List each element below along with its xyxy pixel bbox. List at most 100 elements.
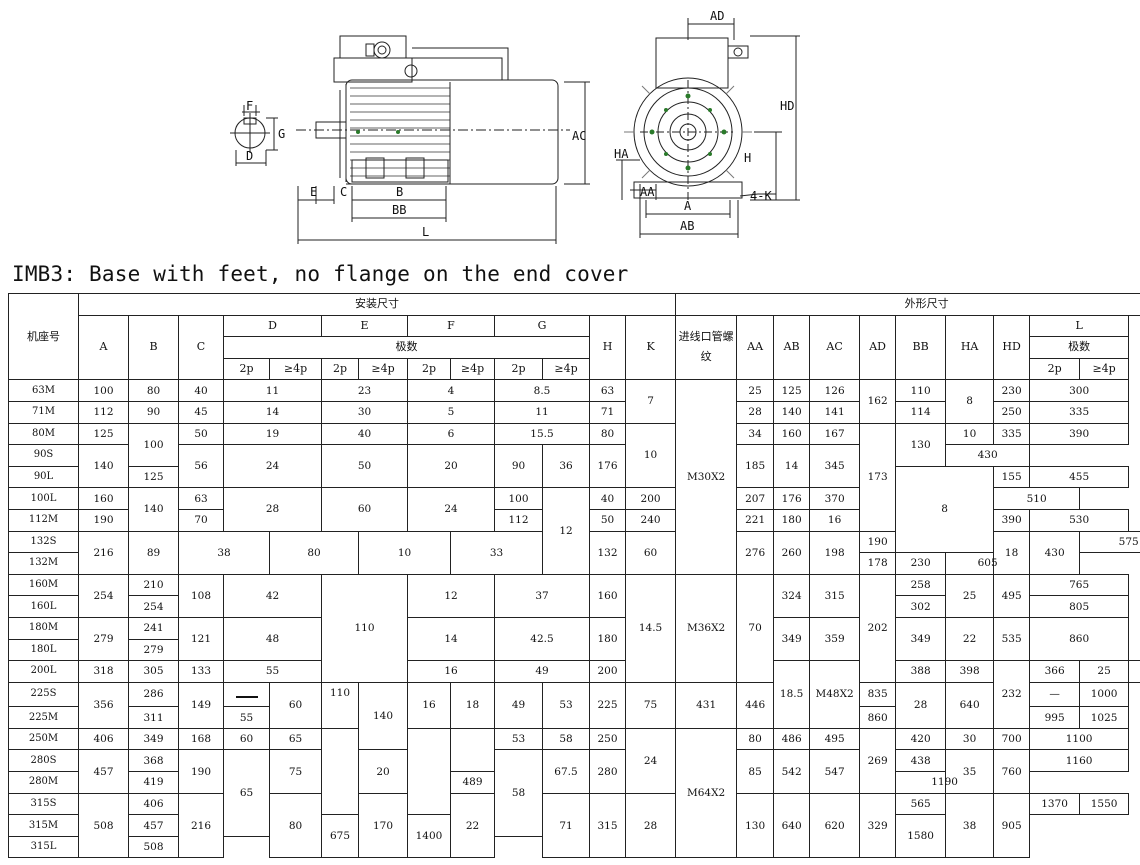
cell-AB: 324 (773, 573, 811, 618)
cell-E4: 170 (358, 792, 408, 859)
cell-BB: 366 (1029, 660, 1081, 683)
header-4p: ≥4p (269, 357, 322, 381)
cell-D: 28 (223, 487, 322, 532)
header-4p: ≥4p (1079, 357, 1130, 381)
cell-HA: 10 (945, 422, 995, 446)
header-col-A: A (78, 314, 129, 381)
cell-L4: 1550 (1079, 792, 1130, 816)
cell-AC: 547 (809, 749, 861, 794)
cell-H: 315 (589, 792, 626, 859)
cell-G: 20 (407, 444, 495, 489)
header-col-AC: AC (809, 314, 861, 381)
cell-L: 455 (1029, 465, 1130, 489)
cell-B: 419 (128, 771, 179, 794)
frame-cell: 315L (8, 835, 79, 859)
label-L: L (422, 225, 429, 239)
cell-L: 1100 (1029, 727, 1130, 751)
cell-HD: 250 (993, 400, 1031, 424)
cell-L: 805 (1029, 595, 1130, 618)
frame-cell: 132M (8, 552, 79, 575)
cell-BB: 180 (773, 508, 811, 532)
cell-AD: 162 (859, 379, 897, 424)
cell-C: 89 (128, 530, 179, 575)
cell-B: 210 (128, 573, 179, 597)
frame-cell: 112M (8, 508, 79, 532)
cell-D: 55 (223, 660, 322, 683)
cell-B: 457 (128, 814, 179, 837)
cell-L: 530 (1029, 508, 1130, 532)
cell-B: 508 (128, 835, 179, 859)
cell-AC: 141 (809, 400, 861, 424)
cell-inlet: M64X2 (675, 727, 738, 859)
cell-AD: 269 (859, 727, 897, 794)
cell-C: 168 (178, 727, 224, 751)
cell-D2: 55 (223, 706, 270, 729)
cell-A: 160 (78, 487, 129, 510)
cell-A: 254 (78, 573, 129, 618)
cell-E4: 140 (358, 681, 408, 751)
label-E: E (310, 185, 317, 199)
cell-B: 311 (128, 706, 179, 729)
cell-G: 42.5 (494, 616, 590, 662)
cell-L: 335 (1029, 400, 1130, 424)
cell-B: 90 (128, 400, 179, 424)
cell-B: 241 (128, 616, 179, 640)
header-col-inlet: 进线口管螺纹 (675, 314, 738, 381)
cell-H: 250 (589, 727, 626, 751)
cell-BB: 230 (895, 552, 947, 575)
cell-HA: 28 (895, 681, 947, 729)
cell-AB: 486 (773, 727, 811, 751)
cell-B: 368 (128, 749, 179, 773)
cell-H: 63 (589, 379, 626, 402)
cell-C: 50 (178, 422, 224, 446)
motor-drawings: F G D E C B BB L AC AD HD H HA AA A AB 4… (230, 9, 800, 244)
cell-F: 14 (407, 616, 495, 662)
cell-AB: 388 (895, 660, 947, 683)
cell-C: 45 (178, 400, 224, 424)
cell-C: 70 (178, 508, 224, 532)
cell-F: 12 (407, 573, 495, 618)
label-AB: AB (680, 219, 694, 233)
cell-E: 80 (269, 530, 359, 575)
cell-G: 49 (494, 660, 590, 683)
frame-cell: 90L (8, 465, 79, 489)
cell-B: 406 (128, 792, 179, 816)
cell-B: 80 (128, 379, 179, 402)
header-4p: ≥4p (358, 357, 408, 381)
frame-cell: 200L (8, 660, 79, 683)
cell-BB: 835 (859, 681, 897, 708)
cell-C: 56 (178, 444, 224, 489)
cell-D: 42 (223, 573, 322, 618)
cell-K: 14.5 (624, 573, 677, 683)
cell-HD: 230 (993, 379, 1031, 402)
cell-L2: 995 (1029, 706, 1081, 729)
frame-cell: 63M (8, 379, 79, 402)
cell-AC: 207 (736, 487, 775, 510)
cell-B: 254 (128, 595, 179, 618)
cell-B: 279 (128, 638, 179, 662)
header-4p: ≥4p (542, 357, 590, 381)
cell-L: 300 (1029, 379, 1130, 402)
cell-HA: 38 (945, 792, 995, 859)
cell-AA: 36 (542, 444, 590, 489)
cell-HD: 430 (1029, 530, 1081, 575)
cell-K: 10 (624, 422, 677, 489)
cell-AB: 276 (736, 530, 775, 575)
cell-A: 140 (78, 444, 129, 489)
cell-D2: 60 (223, 727, 270, 751)
header-col-AA: AA (736, 314, 775, 381)
cell-F: 10 (358, 530, 451, 575)
label-AA: AA (640, 185, 655, 199)
cell-D: 11 (223, 379, 322, 402)
header-frame: 机座号 (8, 292, 79, 381)
cell-HD: 495 (993, 573, 1031, 618)
cell-L4: 1580 (895, 814, 947, 859)
header-col-HD: HD (993, 314, 1031, 381)
